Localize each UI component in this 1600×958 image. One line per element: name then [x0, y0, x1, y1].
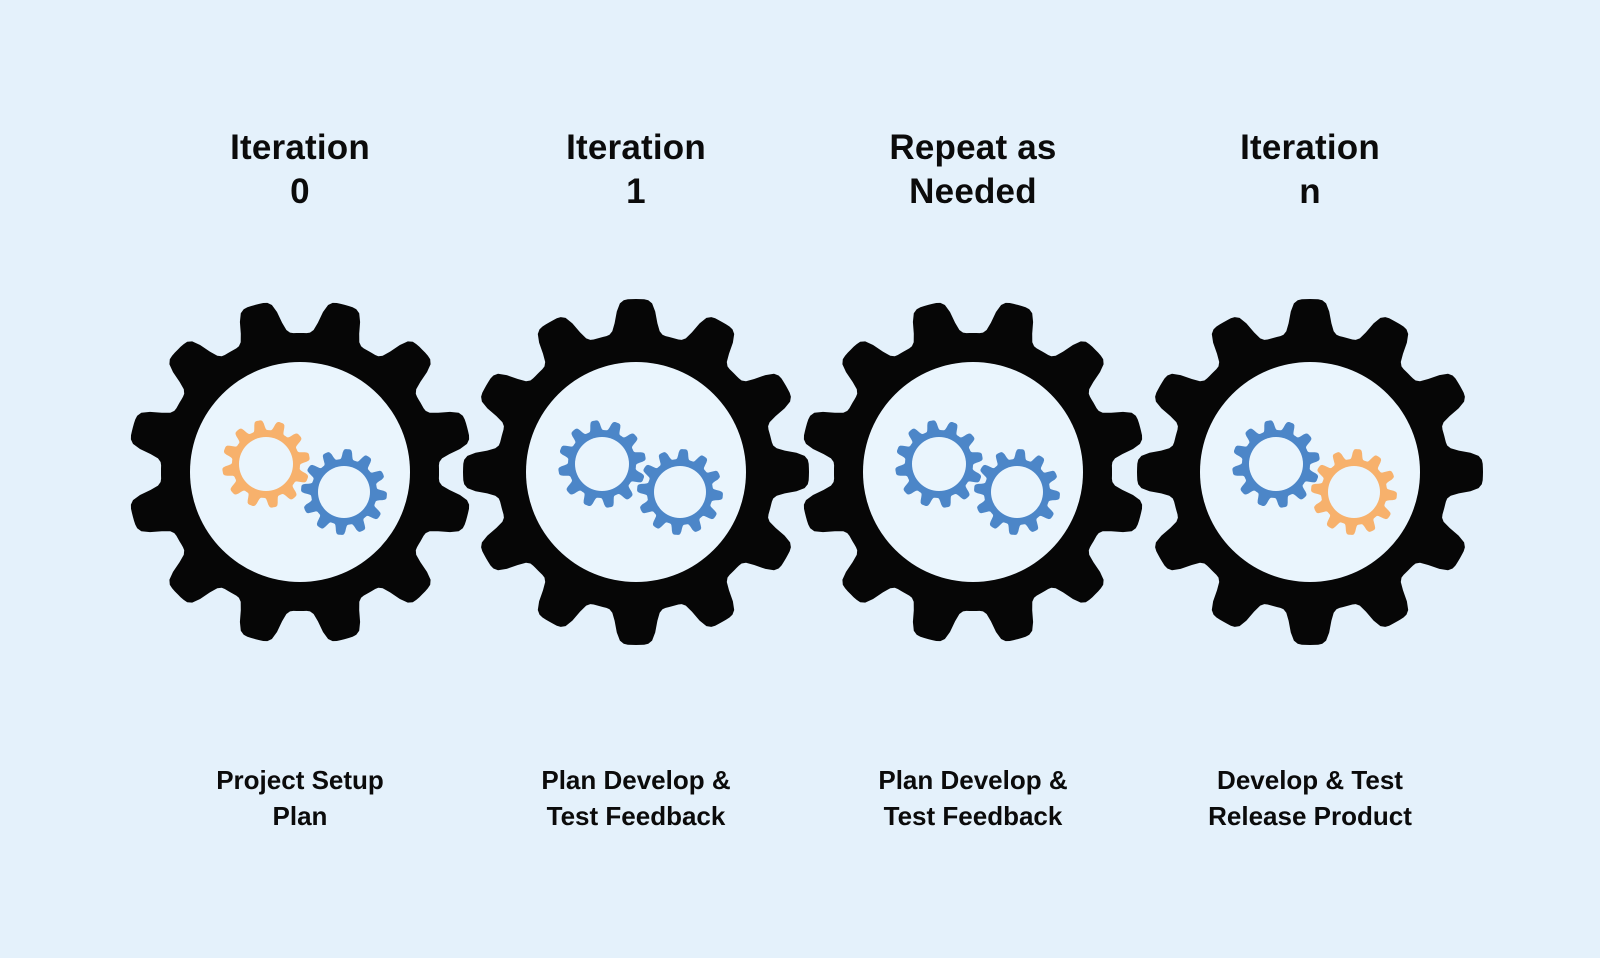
- stage-title-line-1: Iteration: [566, 128, 706, 167]
- stage-title-iteration-0: Iteration 0: [110, 126, 490, 214]
- stage-label-line-2: Plan: [272, 801, 328, 831]
- stage-label-line-1: Plan Develop &: [541, 765, 731, 795]
- stage-title-line-2: Needed: [909, 172, 1037, 211]
- stage-title-line-2: n: [1299, 172, 1321, 211]
- stage-label-iteration-1: Plan Develop & Test Feedback: [446, 762, 826, 834]
- stage-label-line-2: Test Feedback: [546, 801, 726, 831]
- stage-title-line-1: Repeat as: [889, 128, 1057, 167]
- stage-label-repeat-as-needed: Plan Develop & Test Feedback: [783, 762, 1163, 834]
- small-gear-left-hole-repeat-as-needed: [912, 437, 966, 491]
- stage-title-iteration-1: Iteration 1: [446, 126, 826, 214]
- small-gear-right-hole-repeat-as-needed: [991, 466, 1043, 518]
- stage-title-line-1: Iteration: [1240, 128, 1380, 167]
- stage-label-line-1: Develop & Test: [1217, 765, 1403, 795]
- small-gear-left-hole-iteration-n: [1249, 437, 1303, 491]
- stage-label-iteration-n: Develop & Test Release Product: [1120, 762, 1500, 834]
- stage-title-line-2: 1: [626, 172, 646, 211]
- small-gear-right-hole-iteration-n: [1328, 466, 1380, 518]
- stage-title-line-1: Iteration: [230, 128, 370, 167]
- small-gear-right-hole-iteration-1: [654, 466, 706, 518]
- stage-label-iteration-0: Project Setup Plan: [110, 762, 490, 834]
- small-gear-left-hole-iteration-1: [575, 437, 629, 491]
- stage-title-iteration-n: Iteration n: [1120, 126, 1500, 214]
- stage-label-line-1: Project Setup: [216, 765, 384, 795]
- stage-label-line-2: Test Feedback: [883, 801, 1063, 831]
- stage-title-line-2: 0: [290, 172, 310, 211]
- small-gear-left-hole-iteration-0: [239, 437, 293, 491]
- small-gear-right-hole-iteration-0: [318, 466, 370, 518]
- stage-title-repeat-as-needed: Repeat as Needed: [783, 126, 1163, 214]
- stage-label-line-2: Release Product: [1208, 801, 1412, 831]
- stage-label-line-1: Plan Develop &: [878, 765, 1068, 795]
